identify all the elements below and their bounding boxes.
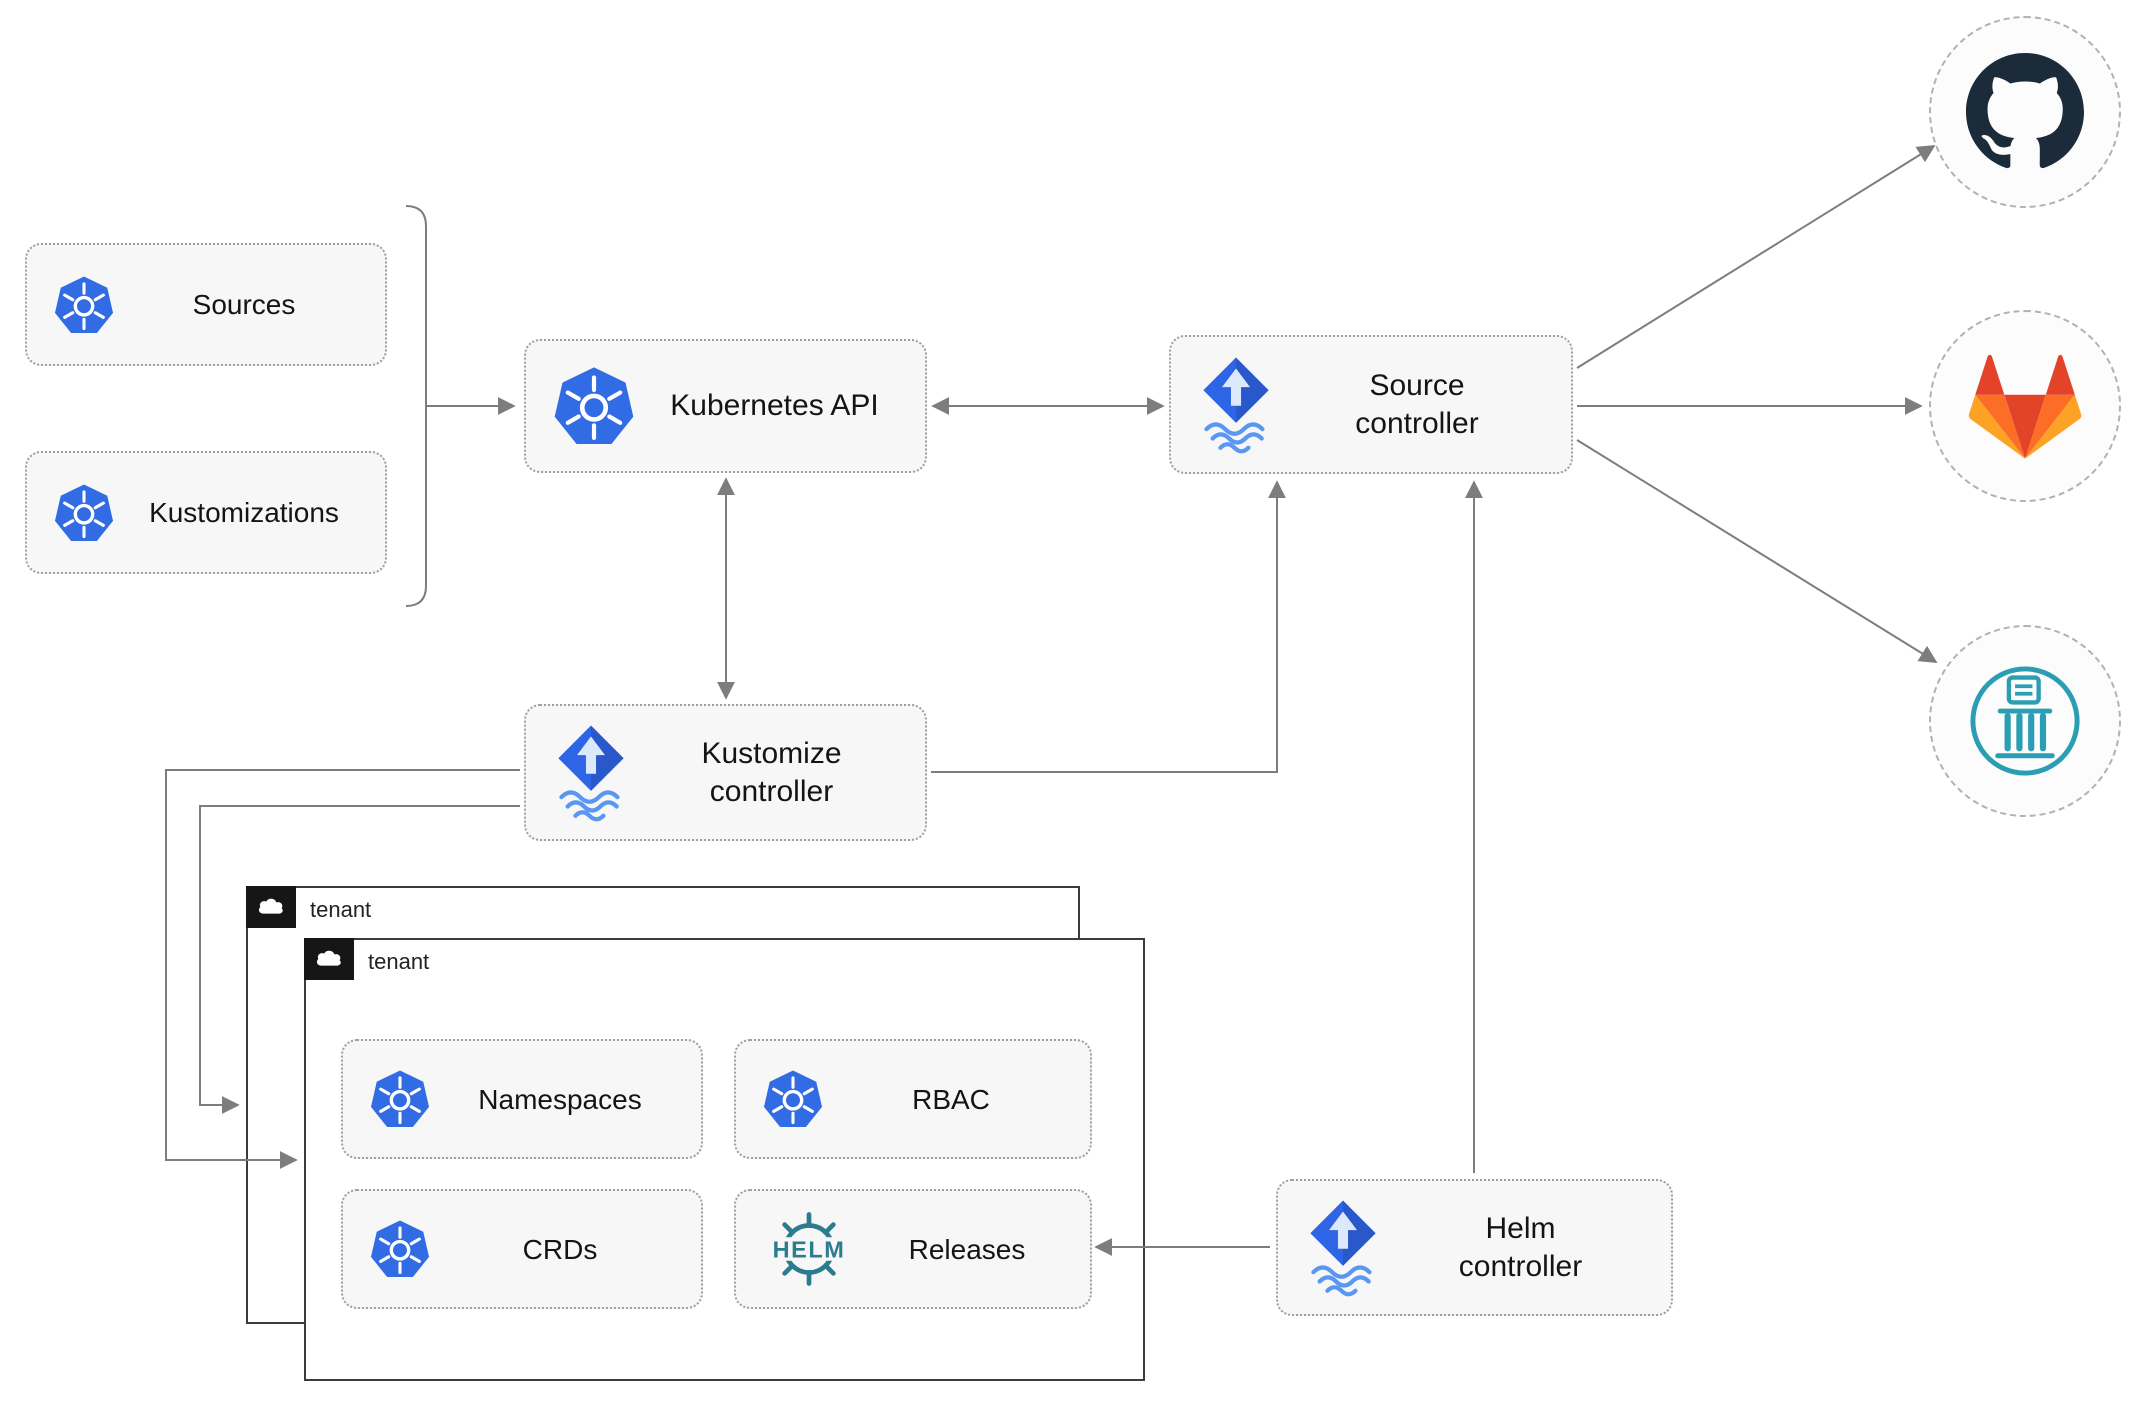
flux-icon [1304,1199,1382,1297]
github-provider [1929,16,2121,208]
cloud-tab [246,886,296,928]
tenant-label: tenant [310,897,372,922]
node-rbac: RBAC [734,1039,1092,1159]
flux-icon [552,724,630,822]
bracket-sources-group [405,205,427,607]
node-label: Kustomize controller [701,737,842,808]
oci-registry-provider [1929,625,2121,817]
node-label: CRDs [522,1233,598,1265]
node-label: Namespaces [478,1083,642,1115]
helm-icon [762,1208,856,1290]
node-kustomizations: Kustomizations [25,451,387,574]
node-releases: Releases [734,1189,1092,1309]
node-label: Kubernetes API [670,389,879,423]
node-namespaces: Namespaces [341,1039,703,1159]
cloud-icon [313,948,345,970]
arrow-source-to-github [1576,145,1936,369]
node-label: Helm controller [1458,1212,1583,1283]
node-label: Releases [908,1233,1026,1265]
node-crds: CRDs [341,1189,703,1309]
arrow-source-to-registry [1576,439,1938,663]
kubernetes-icon [762,1068,824,1130]
node-label: Source controller [1355,369,1479,440]
github-icon [1966,53,2084,171]
node-label: Sources [192,289,296,320]
node-label: RBAC [912,1083,990,1115]
kubernetes-icon [53,274,115,336]
node-helm-controller: Helm controller [1276,1179,1673,1316]
node-label: Kustomizations [149,497,339,528]
node-sources: Sources [25,243,387,366]
node-kubernetes-api: Kubernetes API [524,339,927,473]
cloud-tab [304,938,354,980]
kubernetes-icon [552,364,636,448]
kubernetes-icon [369,1068,431,1130]
kubernetes-icon [369,1218,431,1280]
gitlab-icon [1967,352,2083,460]
node-source-controller: Source controller [1169,335,1573,474]
tenant-panel-front: tenant Namespaces RBAC CRDs Releases [304,938,1145,1381]
flux-icon [1197,356,1275,454]
arrow-kustomize-to-source-controller [931,480,1286,773]
kubernetes-icon [53,482,115,544]
tenant-label: tenant [368,949,430,974]
node-kustomize-controller: Kustomize controller [524,704,927,841]
oci-registry-icon [1963,659,2087,783]
cloud-icon [255,896,287,918]
gitlab-provider [1929,310,2121,502]
